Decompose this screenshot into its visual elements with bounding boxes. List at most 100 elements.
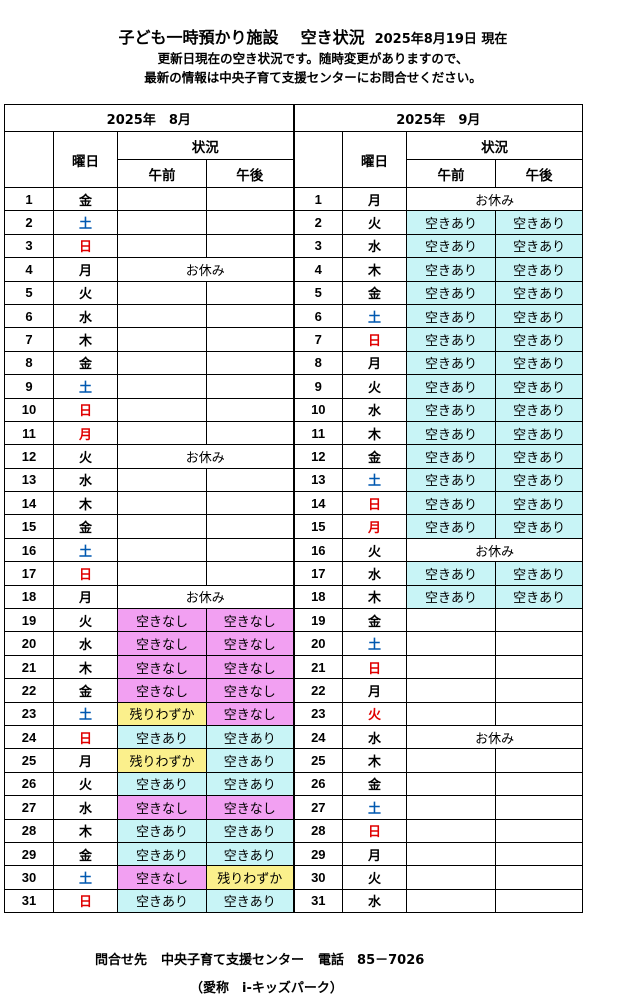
pm-status-cell: 空きあり (205, 724, 295, 750)
month-header-august: 2025年 8月 (3, 104, 295, 132)
am-status-cell (117, 303, 207, 329)
pm-status-cell (495, 631, 584, 656)
am-status-cell: 空きあり (117, 771, 207, 797)
closed-cell: お休み (116, 257, 295, 282)
am-status-cell (117, 210, 207, 235)
weekday: 日 (53, 561, 118, 586)
day-number: 2 (4, 210, 54, 235)
weekday-header-left: 曜日 (53, 131, 118, 188)
day-number: 12 (292, 444, 344, 469)
weekday: 月 (342, 514, 408, 539)
weekday: 金 (342, 608, 408, 633)
day-number: 11 (4, 420, 54, 446)
day-number: 16 (292, 537, 344, 563)
am-status-cell (117, 561, 207, 586)
pm-status-cell: 空きあり (495, 514, 584, 539)
weekday: 金 (342, 280, 408, 305)
pm-status-cell (205, 561, 295, 586)
pm-status-cell: 空きあり (495, 280, 584, 305)
am-status-cell: 空きあり (406, 303, 497, 329)
day-number: 4 (4, 257, 54, 282)
day-number: 8 (292, 350, 344, 376)
contact-label: 問合せ先 (95, 953, 148, 968)
am-status-cell (117, 514, 207, 539)
day-header-right (292, 131, 344, 188)
day-number: 25 (292, 748, 344, 773)
day-number: 13 (4, 467, 54, 493)
weekday: 水 (342, 233, 408, 259)
weekday: 金 (53, 350, 118, 376)
am-status-cell (117, 327, 207, 352)
weekday: 木 (53, 654, 118, 680)
am-status-cell (406, 701, 497, 726)
am-status-cell: 空きあり (117, 888, 207, 914)
pm-status-cell: 空きあり (495, 444, 584, 469)
weekday: 月 (53, 748, 118, 773)
day-number: 5 (292, 280, 344, 305)
weekday: 土 (53, 374, 118, 399)
day-number: 10 (4, 397, 54, 422)
am-status-cell: 空きあり (406, 210, 497, 235)
am-status-cell: 空きあり (117, 818, 207, 843)
pm-header-left: 午後 (205, 159, 295, 188)
day-header-left (4, 131, 54, 188)
pm-status-cell (495, 678, 584, 703)
nickname: （愛称 i-キッズパーク） (190, 981, 343, 996)
day-number: 15 (4, 514, 54, 539)
pm-status-cell: 残りわずか (205, 865, 295, 890)
am-status-cell (406, 748, 497, 773)
weekday: 水 (53, 467, 118, 493)
am-status-cell (117, 467, 207, 493)
day-number: 18 (4, 584, 54, 610)
pm-status-cell: 空きあり (495, 350, 584, 376)
weekday: 土 (342, 303, 408, 329)
am-status-cell (406, 865, 497, 890)
pm-status-cell (495, 771, 584, 797)
day-number: 3 (292, 233, 344, 259)
weekday: 火 (53, 608, 118, 633)
day-number: 12 (4, 444, 54, 469)
day-number: 5 (4, 280, 54, 305)
am-status-cell (117, 537, 207, 563)
day-number: 20 (4, 631, 54, 656)
day-number: 16 (4, 537, 54, 563)
am-status-cell (117, 280, 207, 305)
am-status-cell (117, 233, 207, 259)
day-number: 19 (4, 608, 54, 633)
weekday: 火 (53, 444, 118, 469)
pm-status-cell: 空きあり (495, 584, 584, 610)
day-number: 27 (4, 795, 54, 820)
am-status-cell (406, 795, 497, 820)
weekday: 水 (53, 795, 118, 820)
pm-status-cell (495, 865, 584, 890)
pm-status-cell (495, 701, 584, 726)
day-number: 26 (292, 771, 344, 797)
weekday: 日 (53, 233, 118, 259)
title-text: 子ども一時預かり施設 (118, 28, 279, 47)
weekday: 木 (53, 327, 118, 352)
am-status-cell (406, 841, 497, 867)
pm-status-cell (205, 327, 295, 352)
month-header-september: 2025年 9月 (292, 104, 584, 132)
phone-number: 電話 85－7026 (318, 953, 425, 968)
weekday: 火 (53, 771, 118, 797)
day-number: 14 (4, 491, 54, 516)
weekday: 日 (53, 724, 118, 750)
pm-status-cell: 空きあり (205, 748, 295, 773)
pm-status-cell: 空きあり (495, 233, 584, 259)
pm-status-cell: 空きあり (495, 327, 584, 352)
am-status-cell: 空きあり (406, 374, 497, 399)
day-number: 23 (292, 701, 344, 726)
notice-line-2: 最新の情報は中央子育て支援センターにお問合せください。 (144, 70, 482, 85)
pm-status-cell (495, 608, 584, 633)
